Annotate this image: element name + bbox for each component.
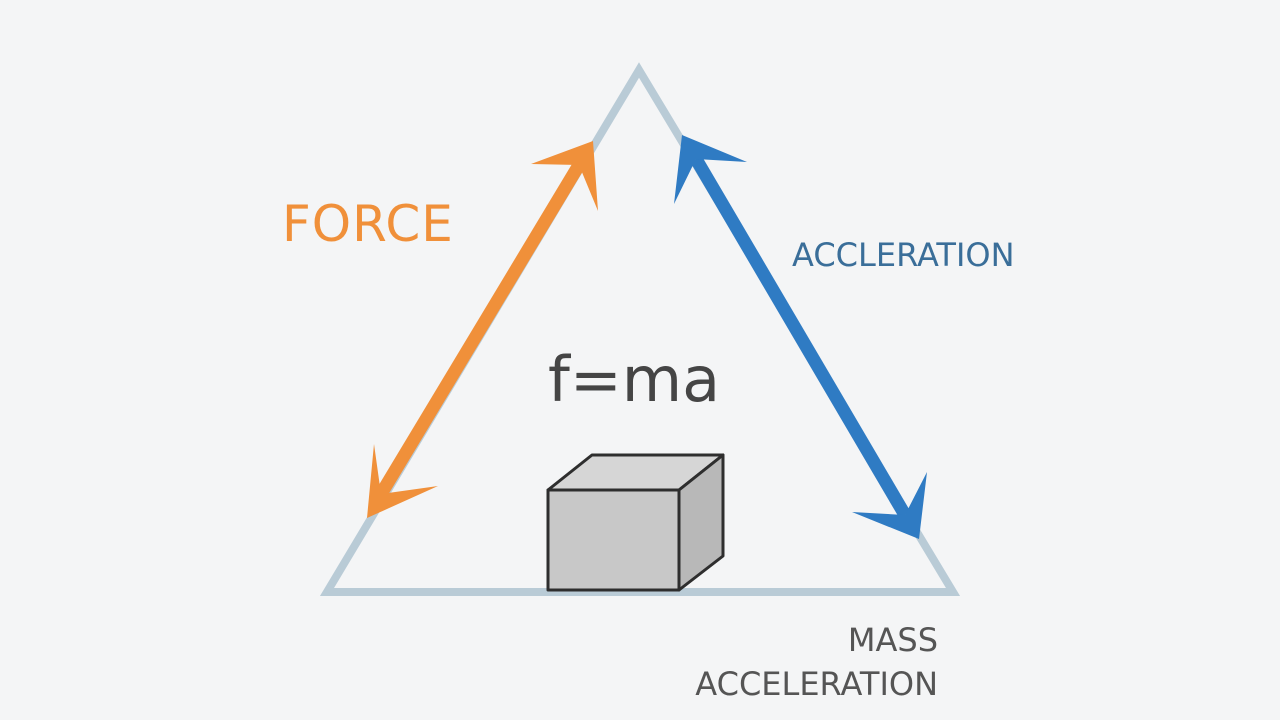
formula-text: f=ma	[548, 343, 721, 416]
force-arrow	[367, 141, 598, 518]
force-arrow-head-bottom	[367, 444, 438, 518]
acceleration-arrow-head-top	[674, 135, 747, 204]
acceleration-bottom-label: ACCELERATION	[695, 665, 938, 703]
acceleration-arrow	[674, 135, 927, 539]
acceleration-label: ACCLERATION	[792, 236, 1015, 274]
force-label: FORCE	[282, 195, 454, 253]
acceleration-arrow-shaft	[690, 155, 911, 519]
force-arrow-shaft	[375, 161, 585, 498]
mass-label: MASS	[847, 621, 938, 659]
cube-front-face	[546, 488, 681, 592]
mass-acceleration-label: MASS ACCELERATION	[695, 618, 938, 706]
cube-icon	[546, 453, 725, 592]
acceleration-arrow-head-bottom	[852, 472, 927, 539]
force-arrow-head-top	[531, 141, 598, 211]
